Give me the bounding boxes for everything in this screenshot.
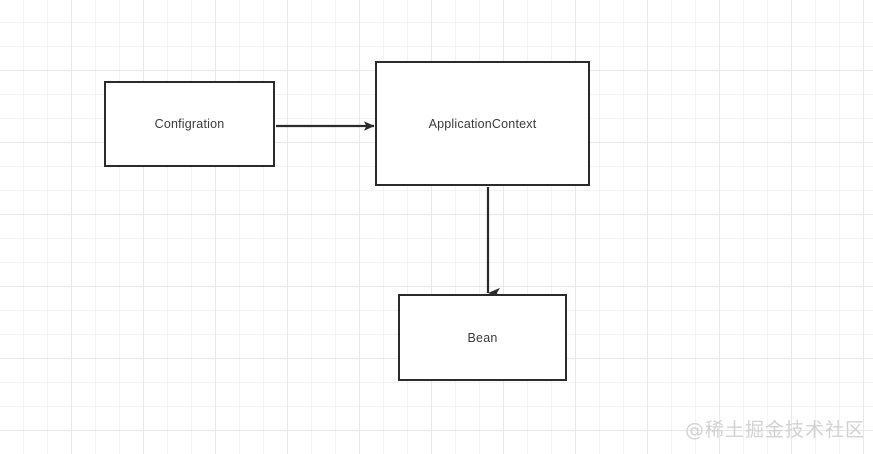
node-configration[interactable]: Configration (104, 81, 275, 167)
node-application-context-label: ApplicationContext (428, 116, 537, 131)
node-bean-label: Bean (467, 330, 498, 345)
node-bean[interactable]: Bean (398, 294, 567, 381)
node-application-context[interactable]: ApplicationContext (375, 61, 590, 186)
node-configration-label: Configration (154, 117, 225, 131)
watermark-text: @稀土掘金技术社区 (684, 419, 865, 441)
